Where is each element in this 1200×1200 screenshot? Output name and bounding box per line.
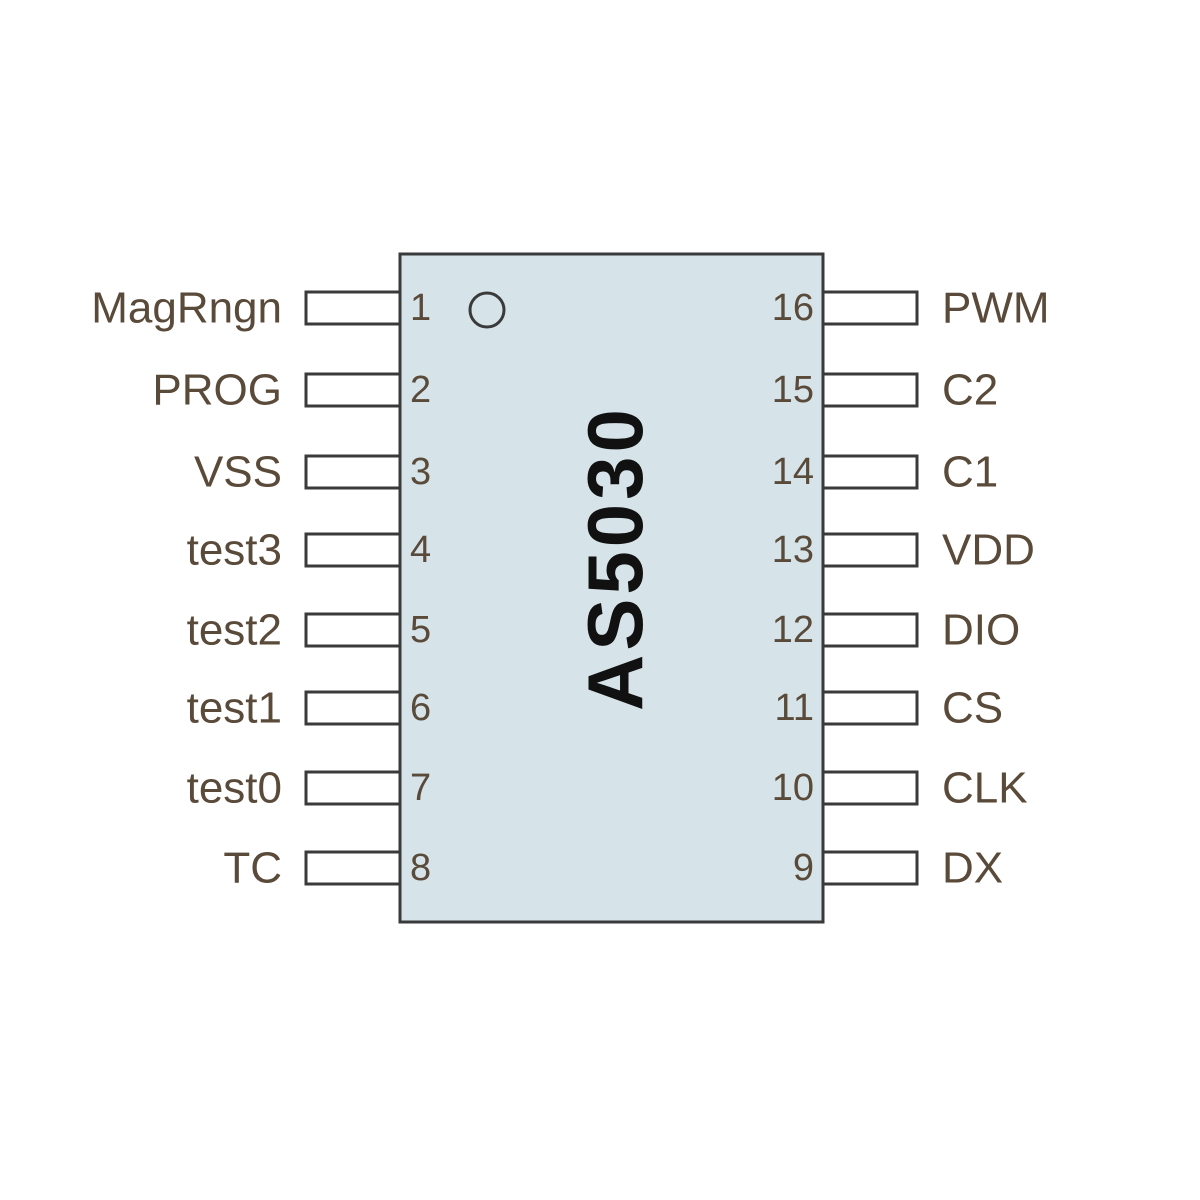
pin-name: DIO: [942, 606, 1020, 655]
pin-9: 9 DX: [793, 844, 1003, 893]
right-pin-group: 16 PWM 15 C2 14 C1 13 VDD 12 DIO 11 CS 10 CLK 9 DX: [772, 284, 1050, 893]
pin-7: 7 test0: [187, 764, 432, 813]
pin-number: 8: [410, 847, 431, 889]
pin-lead: [304, 290, 402, 326]
chip-body: [398, 252, 825, 924]
pin-2: 2 PROG: [152, 366, 431, 415]
pin-name: test1: [187, 684, 282, 733]
pin-lead: [304, 612, 402, 648]
pin-lead: [304, 850, 402, 886]
pin-lead: [304, 454, 402, 490]
pin-number: 13: [772, 529, 814, 571]
pin-number: 7: [410, 767, 431, 809]
pin-name: CLK: [942, 764, 1028, 813]
pin-name: DX: [942, 844, 1003, 893]
chip-part-number: AS5030: [571, 405, 659, 711]
pin-10: 10 CLK: [772, 764, 1028, 813]
pin-3: 3 VSS: [194, 448, 431, 497]
pin-lead: [821, 850, 919, 886]
pin-lead: [821, 612, 919, 648]
pin-lead: [304, 770, 402, 806]
pin-13: 13 VDD: [772, 526, 1035, 575]
pin-name: VSS: [194, 448, 282, 497]
pin-name: PROG: [152, 366, 282, 415]
pin-lead: [304, 532, 402, 568]
pin-4: 4 test3: [187, 526, 432, 575]
pin-lead: [821, 454, 919, 490]
pin-number: 12: [772, 609, 814, 651]
pin-5: 5 test2: [187, 606, 432, 655]
pin-12: 12 DIO: [772, 606, 1021, 655]
pin-8: 8 TC: [223, 844, 431, 893]
pin-name: test2: [187, 606, 282, 655]
pin-number: 1: [410, 287, 431, 329]
pin-number: 15: [772, 369, 814, 411]
pin-number: 14: [772, 451, 814, 493]
pin-lead: [821, 290, 919, 326]
pin-lead: [821, 372, 919, 408]
pin1-marker: [468, 291, 506, 329]
pin-name: CS: [942, 684, 1003, 733]
pin-name: C2: [942, 366, 998, 415]
pin-number: 11: [775, 687, 814, 729]
pin-1: 1 MagRngn: [91, 284, 431, 333]
pin-number: 9: [793, 847, 814, 889]
pin-6: 6 test1: [187, 684, 432, 733]
pin-number: 16: [772, 287, 814, 329]
pin-lead: [821, 690, 919, 726]
pin-name: C1: [942, 448, 998, 497]
pin-number: 4: [410, 529, 431, 571]
pin-number: 6: [410, 687, 431, 729]
pin-15: 15 C2: [772, 366, 999, 415]
pin-14: 14 C1: [772, 448, 999, 497]
pin-lead: [304, 690, 402, 726]
pin-lead: [304, 372, 402, 408]
pin-number: 5: [410, 609, 431, 651]
pin-number: 2: [410, 369, 431, 411]
pin-lead: [821, 532, 919, 568]
pin-lead: [821, 770, 919, 806]
left-pin-group: 1 MagRngn 2 PROG 3 VSS 4 test3 5 test2 6 test1 7 test…: [91, 284, 431, 893]
pin-name: VDD: [942, 526, 1035, 575]
pin-number: 10: [772, 767, 814, 809]
pin-name: MagRngn: [91, 284, 282, 333]
pin-number: 3: [410, 451, 431, 493]
pin-name: PWM: [942, 284, 1050, 333]
pin-name: test0: [187, 764, 282, 813]
pin-11: 11 CS: [775, 684, 1004, 733]
pin-16: 16 PWM: [772, 284, 1050, 333]
pin-name: TC: [223, 844, 282, 893]
pin-name: test3: [187, 526, 282, 575]
